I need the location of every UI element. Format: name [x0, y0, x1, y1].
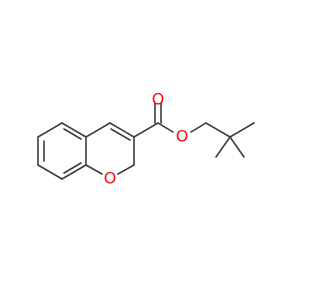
ring-oxygen-label: O [104, 169, 117, 188]
bond [109, 122, 135, 138]
structure-canvas: O O O [37, 89, 255, 188]
double-bond-inner [110, 128, 131, 141]
molecule-drawing: O O O [37, 90, 255, 188]
bond [215, 136, 231, 158]
ester-group [133, 102, 207, 138]
bond [190, 122, 207, 133]
tert-butyl-group [205, 122, 255, 158]
bond [229, 122, 255, 138]
bond [117, 164, 135, 175]
benzene-ring [37, 122, 87, 180]
bond [37, 164, 63, 180]
carbonyl-oxygen-label: O [152, 90, 165, 109]
double-bond-inner [63, 128, 82, 140]
bond [85, 164, 103, 175]
bond [61, 122, 87, 138]
pyran-ring [85, 122, 135, 175]
bond [61, 164, 87, 180]
bond [37, 122, 63, 138]
bond [229, 136, 245, 158]
bond [133, 122, 159, 138]
bond [157, 122, 174, 133]
bond [205, 122, 231, 138]
double-bond-inner [63, 162, 82, 174]
ester-oxygen-label: O [176, 127, 189, 146]
bond [85, 122, 111, 138]
